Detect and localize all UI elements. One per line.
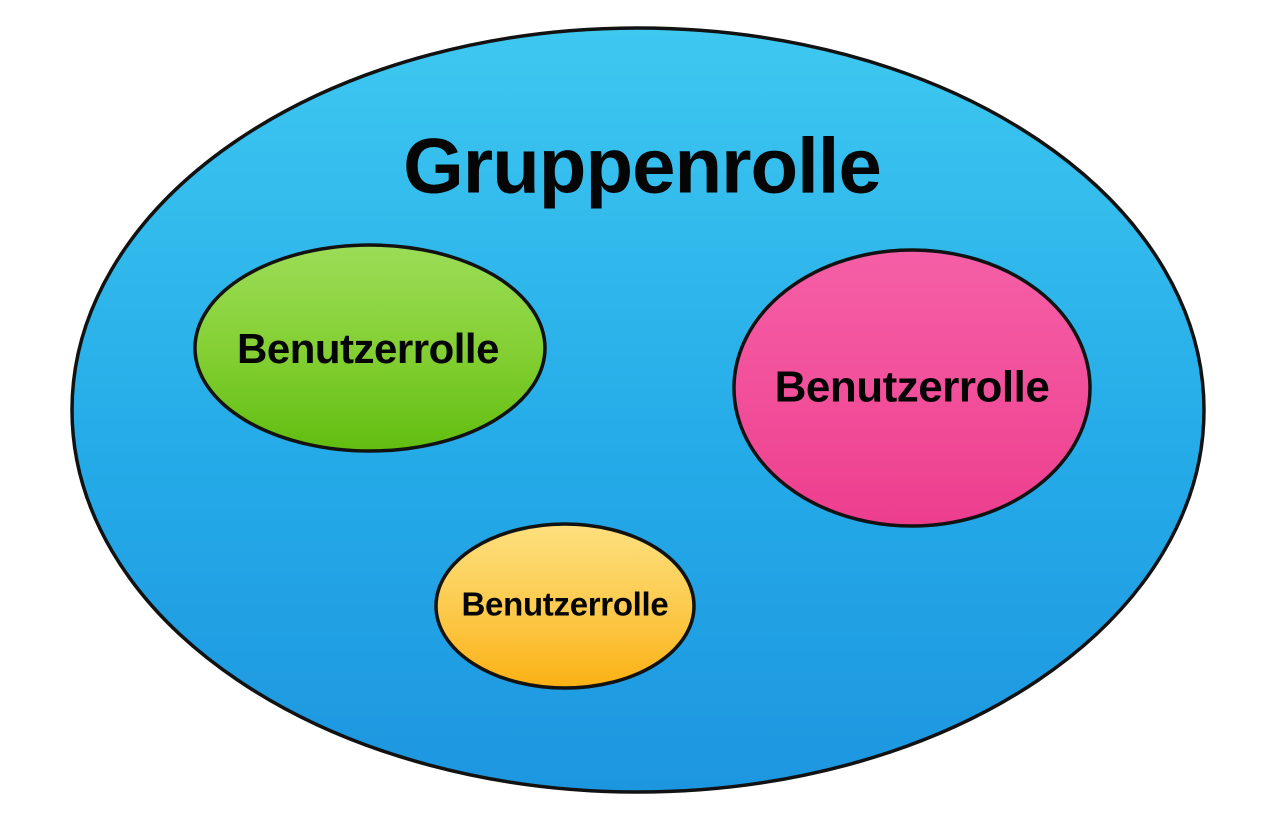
user-role-ellipse-green-shape <box>193 243 547 453</box>
user-role-label-orange: Benutzerrolle <box>462 586 669 623</box>
user-role-label-pink: Benutzerrolle <box>775 363 1050 412</box>
group-role-ellipse-shape <box>70 26 1206 794</box>
user-role-label-green: Benutzerrolle <box>237 325 499 372</box>
user-role-ellipse-pink-shape <box>732 248 1092 528</box>
group-role-ellipse[interactable]: Gruppenrolle <box>70 26 1206 794</box>
group-role-label: Gruppenrolle <box>403 122 881 210</box>
user-role-ellipse-orange[interactable]: Benutzerrolle <box>434 522 696 690</box>
user-role-ellipse-pink[interactable]: Benutzerrolle <box>732 248 1092 528</box>
user-role-ellipse-green[interactable]: Benutzerrolle <box>193 243 547 453</box>
user-role-ellipse-orange-shape <box>434 522 696 690</box>
